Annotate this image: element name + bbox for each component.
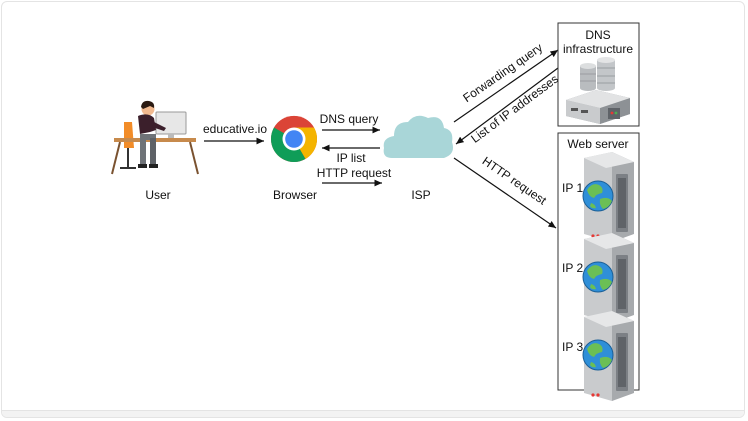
footer-strip [2, 410, 744, 417]
chrome-browser-icon [270, 115, 318, 162]
user-icon [111, 100, 199, 175]
globe-server-icon [582, 151, 635, 243]
dns-label-line2: infrastructure [563, 42, 633, 56]
dns-label-line1: DNS [585, 28, 610, 42]
arrow-forwarding-query [453, 49, 559, 123]
browser-label: Browser [273, 188, 317, 202]
globe-server-icon [582, 232, 635, 324]
server-ip-2-label: IP 2 [562, 261, 583, 275]
globe-server-icon [582, 310, 635, 402]
server-ip-1-label: IP 1 [562, 181, 583, 195]
edge-label-dns-query: DNS query [320, 112, 379, 126]
database-server-icon [566, 57, 630, 124]
arrow-http-request-isp [453, 157, 557, 229]
server-ip-3-label: IP 3 [562, 340, 583, 354]
web-server-label: Web server [567, 137, 628, 151]
edge-label-http-request-browser: HTTP request [317, 166, 392, 180]
user-label: User [145, 188, 170, 202]
arrow-list-ip-addresses [455, 67, 559, 145]
cloud-icon [383, 115, 453, 158]
edge-label-ip-list: IP list [336, 151, 366, 165]
isp-label: ISP [411, 188, 430, 202]
edge-label-educative: educative.io [203, 122, 267, 136]
